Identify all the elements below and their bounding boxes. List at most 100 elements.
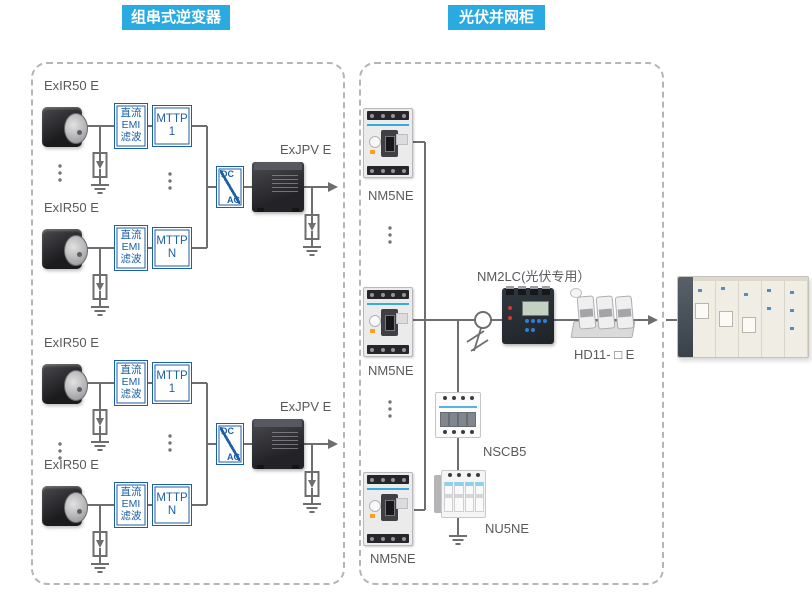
- disconnector-label: HD11- □ E: [574, 347, 635, 362]
- fuse-carrier: [576, 295, 597, 330]
- pv-isolator-device: [42, 104, 88, 150]
- surge-protector-device: [434, 470, 486, 518]
- ellipsis-dots: [388, 226, 392, 244]
- ct-circle: [474, 311, 492, 329]
- mppt-text: 1: [168, 383, 176, 395]
- ground-icon: [90, 306, 110, 316]
- meter-terminals: [506, 286, 550, 295]
- ground-icon: [302, 503, 322, 513]
- switchgear-cabinet: [677, 276, 809, 358]
- cabinet-indicator: [721, 287, 725, 290]
- breaker-label: NM5NE: [368, 363, 414, 378]
- filter-text: 直流: [120, 107, 142, 120]
- breaker-accent-line: [367, 124, 409, 126]
- inverter-device: [252, 162, 304, 212]
- cabinet-front-panels: [693, 277, 808, 357]
- fuse-carrier: [614, 295, 635, 330]
- disconnector-cap: [570, 288, 582, 298]
- surge-arrester-icon: [92, 274, 108, 300]
- breaker-panel: [381, 309, 398, 336]
- device-nameplate: [272, 175, 298, 195]
- isolator-knob: [64, 235, 88, 266]
- filter-text: EMI: [121, 376, 141, 389]
- mccb-breaker-2: [363, 287, 413, 357]
- surge-arrester-icon: [304, 214, 320, 240]
- cabinet-indicator: [698, 289, 702, 292]
- breaker-terminals: [367, 534, 409, 543]
- mcb-accent-line: [439, 406, 477, 408]
- inverter-device-label: ExJPV E: [280, 399, 332, 414]
- ellipsis-dots: [168, 172, 172, 190]
- mcb-terminals: [440, 430, 476, 434]
- meter-led: [508, 306, 512, 310]
- flow-arrow-icon: [328, 439, 338, 449]
- device-foot: [257, 208, 264, 212]
- fuse-carrier: [595, 295, 616, 330]
- ct-meter-symbol: [466, 311, 492, 352]
- breaker-accent-line: [367, 488, 409, 490]
- surge-arrester-icon: [92, 531, 108, 557]
- device-top-face: [254, 419, 302, 427]
- flow-arrow-icon: [328, 182, 338, 192]
- filter-text: 滤波: [120, 252, 142, 265]
- breaker-tag: [396, 134, 408, 145]
- cabinet-indicator: [790, 309, 794, 312]
- pv-meter-label: NM2LC(光伏专用）: [477, 269, 591, 284]
- mcb-toggles: [440, 412, 476, 427]
- pv-isolator-device: [42, 361, 88, 407]
- mccb-breaker-1: [363, 108, 413, 178]
- pv-isolator-label: ExIR50 E: [44, 335, 99, 350]
- breaker-terminals: [367, 166, 409, 175]
- ground-icon: [302, 246, 322, 256]
- filter-text: EMI: [121, 119, 141, 132]
- dc-text: DC: [221, 426, 234, 436]
- mppt-text: N: [167, 505, 177, 517]
- ellipsis-dots: [388, 400, 392, 418]
- surge-arrester-icon: [92, 409, 108, 435]
- cabinet-side-panel: [678, 277, 693, 357]
- breaker-accent-line: [367, 303, 409, 305]
- breaker-toggle: [385, 315, 395, 331]
- dc-emi-filter-box: 直流 EMI 滤波: [114, 360, 148, 406]
- filter-text: EMI: [121, 241, 141, 254]
- grid-cabinet-section-header: 光伏并网柜: [448, 5, 545, 30]
- meter-keypad: [525, 319, 547, 334]
- isolator-knob: [64, 492, 88, 523]
- device-foot: [292, 465, 299, 469]
- ground-icon: [90, 563, 110, 573]
- breaker-dial: [369, 315, 381, 327]
- breaker-terminals: [367, 111, 409, 120]
- pv-isolator-label: ExIR50 E: [44, 78, 99, 93]
- ground-icon: [90, 441, 110, 451]
- dc-text: DC: [221, 169, 234, 179]
- ac-text: AC: [227, 451, 240, 462]
- mppt-text: MTTP: [156, 113, 188, 126]
- breaker-tag: [396, 498, 408, 509]
- cabinet-indicator: [790, 291, 794, 294]
- cabinet-meter-window: [742, 317, 756, 333]
- filter-text: EMI: [121, 498, 141, 511]
- cabinet-indicator: [744, 293, 748, 296]
- cabinet-meter-window: [695, 303, 709, 319]
- filter-text: 滤波: [120, 509, 142, 522]
- device-foot: [257, 465, 264, 469]
- filter-text: 滤波: [120, 387, 142, 400]
- breaker-indicator: [370, 150, 375, 154]
- knife-disconnector-device: [570, 288, 636, 340]
- mppt-box: MTTP 1: [152, 105, 192, 147]
- ground-icon: [90, 184, 110, 194]
- pv-isolator-device: [42, 226, 88, 272]
- inverter-section-header: 组串式逆变器: [122, 5, 230, 30]
- cabinet-indicator: [767, 289, 771, 292]
- filter-text: 直流: [120, 364, 142, 377]
- breaker-indicator: [370, 514, 375, 518]
- breaker-dial: [369, 500, 381, 512]
- mppt-box: MTTP N: [152, 484, 192, 526]
- mppt-text: MTTP: [156, 492, 188, 505]
- breaker-terminals: [367, 345, 409, 354]
- mppt-text: N: [167, 248, 177, 260]
- mppt-text: MTTP: [156, 235, 188, 248]
- filter-text: 直流: [120, 486, 142, 499]
- cabinet-meter-window: [719, 311, 733, 327]
- ct-tail: [473, 327, 482, 352]
